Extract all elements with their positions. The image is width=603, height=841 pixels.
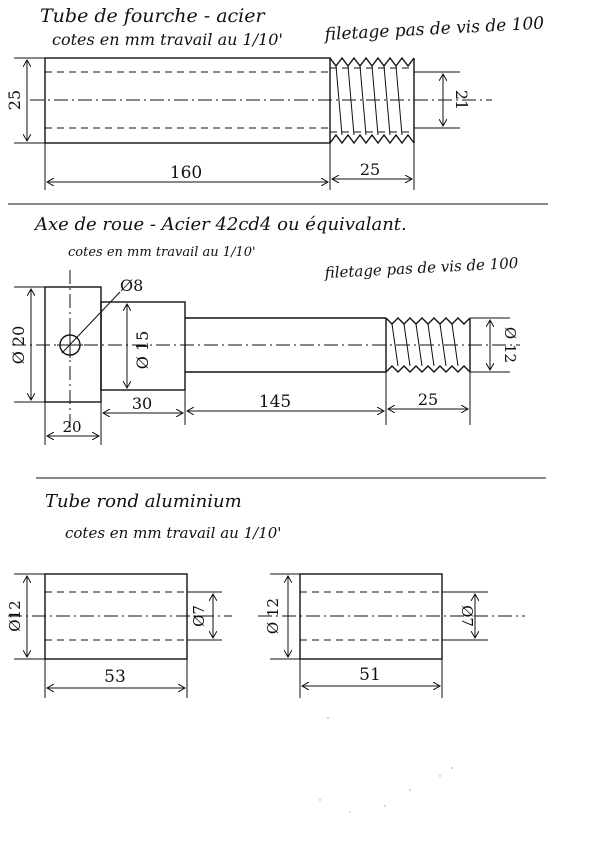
fork-tube-height-dim: 25 — [5, 90, 24, 110]
scan-specks — [319, 717, 453, 813]
left-tube-outer-dia-dim: Ø12 — [6, 600, 24, 631]
fork-tube-body — [30, 57, 492, 144]
fork-tube-subtitle: cotes en mm travail au 1/10' — [52, 30, 283, 49]
left-tube-length-dim: 53 — [104, 667, 126, 687]
wheel-axle-section: Axe de roue - Acier 42cd4 ou équivalant.… — [9, 214, 520, 445]
aluminium-tube-section: Tube rond aluminium cotes en mm travail … — [6, 491, 525, 698]
aluminium-tube-title: Tube rond aluminium — [45, 491, 242, 512]
wheel-axle-title: Axe de roue - Acier 42cd4 ou équivalant. — [33, 214, 407, 235]
right-tube-outer-dia-dim: Ø 12 — [264, 598, 282, 634]
axle-head-dia-dim: Ø 20 — [9, 326, 28, 365]
fork-tube-thread-note: filetage pas de vis de 100 — [322, 14, 545, 46]
right-tube-length-dim: 51 — [359, 665, 381, 685]
fork-tube-thread-len-dim: 25 — [360, 160, 380, 179]
fork-tube-section: Tube de fourche - acier cotes en mm trav… — [5, 5, 545, 190]
fork-tube-length-dim: 160 — [170, 163, 202, 183]
aluminium-tube-right: Ø 12 Ø7 51 — [258, 573, 525, 698]
wheel-axle-thread-note: filetage pas de vis de 100 — [323, 254, 519, 282]
axle-head-len-dim: 20 — [62, 418, 81, 436]
right-tube-inner-dia-dim: Ø7 — [458, 605, 476, 627]
axle-hole-dim: Ø8 — [120, 276, 143, 295]
wheel-axle-subtitle: cotes en mm travail au 1/10' — [68, 245, 256, 260]
fork-tube-title: Tube de fourche - acier — [40, 5, 267, 27]
axle-collar-dia-dim: Ø 15 — [133, 331, 152, 370]
fork-tube-thread-dia-dim: 21 — [452, 90, 471, 110]
axle-shaft-len-dim: 145 — [259, 392, 291, 412]
aluminium-tube-subtitle: cotes en mm travail au 1/10' — [65, 524, 281, 542]
axle-thread-dia-dim: Ø 12 — [501, 327, 519, 363]
axle-thread-len-dim: 25 — [418, 390, 438, 409]
axle-shaft — [185, 317, 386, 373]
left-tube-inner-dia-dim: Ø7 — [190, 605, 208, 627]
axle-collar — [100, 301, 186, 391]
axle-collar-len-dim: 30 — [132, 394, 152, 413]
aluminium-tube-left: Ø12 Ø7 53 — [6, 573, 232, 698]
